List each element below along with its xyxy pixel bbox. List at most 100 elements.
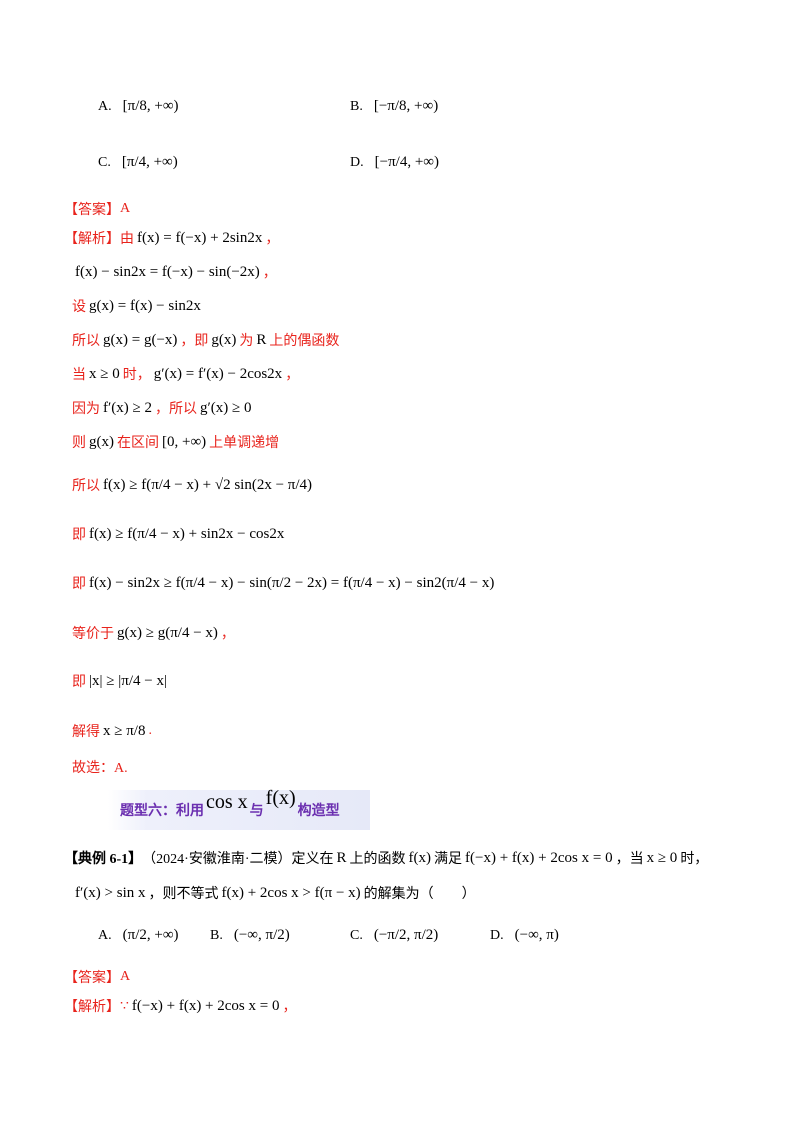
text: 解得	[72, 725, 100, 740]
answer-tag: 【答案】	[64, 971, 120, 986]
option-a: A. (π/2, +∞)	[98, 927, 182, 944]
option-c-top: C. [π/4, +∞)	[98, 154, 181, 171]
math: f(x) ≥ f(π/4 − x) + sin2x − cos2x	[89, 525, 285, 542]
text: 为	[239, 334, 254, 349]
math: [0, +∞)	[162, 433, 207, 450]
text: 时，	[680, 852, 709, 867]
analysis-line-14: 故选：A.	[72, 757, 128, 777]
math: f(−x) + f(x) + 2cos x = 0	[131, 997, 280, 1014]
text: 时，	[122, 368, 151, 383]
analysis-line-11: 等价于 g(x) ≥ g(π/4 − x) ，	[72, 623, 235, 643]
text: （2024·安徽淮南·二模）定义在	[142, 852, 334, 867]
text: 满足	[434, 852, 463, 867]
example-line-2: f′(x) > sin x ，则不等式 f(x) + 2cos x > f(π …	[72, 883, 476, 903]
analysis-line-9: 即 f(x) ≥ f(π/4 − x) + sin2x − cos2x	[72, 524, 287, 544]
answer-tag: 【答案】	[64, 203, 120, 218]
option-label: C.	[98, 154, 111, 170]
analysis-line-1: 【解析】 由 f(x) = f(−x) + 2sin2x ，	[64, 228, 279, 248]
math: f′(x) > sin x	[75, 884, 146, 901]
text: 因为	[72, 402, 100, 417]
analysis-line-12: 即 |x| ≥ |π/4 − x|	[72, 671, 170, 691]
option-label: C.	[350, 927, 363, 943]
text: 当	[72, 368, 86, 383]
section-heading: 题型六：利用 cos x 与 f(x) 构造型	[108, 786, 370, 830]
option-label: B.	[210, 927, 223, 943]
math: g′(x) = f′(x) − 2cos2x	[153, 365, 283, 382]
option-math: (π/2, +∞)	[122, 927, 179, 943]
option-b-top: B. [−π/8, +∞)	[350, 98, 441, 115]
text: .	[148, 723, 152, 738]
text: 所以	[72, 479, 100, 494]
option-math: [−π/4, +∞)	[374, 154, 439, 170]
analysis-line-10: 即 f(x) − sin2x ≥ f(π/4 − x) − sin(π/2 − …	[72, 573, 497, 593]
text: ，	[262, 266, 277, 281]
analysis-tag: 【解析】	[64, 232, 120, 247]
option-label: B.	[350, 98, 363, 114]
math: x ≥ 0	[646, 849, 678, 866]
math: g(x) = g(−x)	[103, 331, 178, 348]
text: ，所以	[155, 402, 197, 417]
text: 等价于	[72, 627, 114, 642]
analysis-line-2: f(x) − sin2x = f(−x) − sin(−2x) ，	[72, 262, 277, 282]
option-a-top: A. [π/8, +∞)	[98, 98, 182, 115]
analysis-line-8: 所以 f(x) ≥ f(π/4 − x) + √2 sin(2x − π/4)	[72, 475, 315, 495]
example-tag: 【典例 6-1】	[64, 852, 143, 867]
analysis-line-6: 因为 f′(x) ≥ 2 ，所以 g′(x) ≥ 0	[72, 398, 255, 418]
math: R	[336, 849, 347, 866]
answer-value: A	[120, 201, 131, 216]
option-label: A.	[98, 927, 112, 943]
text: 即	[72, 675, 86, 690]
option-math: (−π/2, π/2)	[373, 927, 439, 943]
option-math: [−π/8, +∞)	[373, 98, 439, 114]
heading-math: f(x)	[265, 786, 296, 809]
text: ，	[285, 368, 300, 383]
math: f(x) + 2cos x > f(π − x)	[221, 884, 361, 901]
math: g(x) ≥ g(π/4 − x)	[117, 624, 218, 641]
text: 由	[120, 232, 134, 247]
text: 故选：A.	[72, 761, 128, 776]
because-symbol: ∵	[120, 998, 129, 1014]
text: ，则不等式	[148, 887, 219, 902]
math: R	[256, 331, 267, 348]
text: 上的函数	[349, 852, 406, 867]
option-d: D. (−∞, π)	[490, 927, 562, 944]
text: ，当	[615, 852, 644, 867]
text: ，	[282, 1000, 297, 1015]
text: 则	[72, 436, 86, 451]
text: 即	[72, 577, 86, 592]
math: f(x) − sin2x ≥ f(π/4 − x) − sin(π/2 − 2x…	[89, 574, 495, 591]
analysis-line-3: 设 g(x) = f(x) − sin2x	[72, 296, 204, 316]
math: f(x) − sin2x = f(−x) − sin(−2x)	[75, 263, 260, 280]
text: 即	[72, 528, 86, 543]
math: g(x)	[89, 433, 114, 450]
math: x ≥ π/8	[103, 722, 146, 739]
math: |x| ≥ |π/4 − x|	[89, 672, 167, 689]
analysis-line-5: 当 x ≥ 0 时， g′(x) = f′(x) − 2cos2x ，	[72, 364, 299, 384]
math: f(x) ≥ f(π/4 − x) + √2 sin(2x − π/4)	[103, 476, 313, 493]
math: g(x)	[211, 331, 237, 348]
text: 在区间	[117, 436, 159, 451]
example-line-1: 【典例 6-1】 （2024·安徽淮南·二模）定义在 R 上的函数 f(x) 满…	[64, 848, 708, 868]
analysis-line-13: 解得 x ≥ π/8 .	[72, 721, 152, 741]
math: f(−x) + f(x) + 2cos x = 0	[465, 849, 613, 866]
text: 所以	[72, 334, 100, 349]
text: 上单调递增	[209, 436, 280, 451]
option-label: A.	[98, 98, 112, 114]
text: ，即	[180, 334, 209, 349]
option-math: [π/8, +∞)	[122, 98, 179, 114]
analysis-line-7: 则 g(x) 在区间 [0, +∞) 上单调递增	[72, 432, 279, 452]
heading-text: 与	[249, 803, 264, 819]
math: x ≥ 0	[89, 365, 120, 382]
option-math: (−∞, π)	[514, 927, 559, 943]
text: ，	[220, 627, 235, 642]
math: g(x) = f(x) − sin2x	[89, 297, 201, 314]
option-label: D.	[490, 927, 504, 943]
analysis-tag: 【解析】	[64, 1000, 120, 1015]
option-label: D.	[350, 154, 364, 170]
option-c: C. (−π/2, π/2)	[350, 927, 441, 944]
math: f(x) = f(−x) + 2sin2x	[137, 229, 263, 246]
option-math: [π/4, +∞)	[121, 154, 178, 170]
text: 的解集为（ ）	[363, 887, 476, 902]
option-d-top: D. [−π/4, +∞)	[350, 154, 442, 171]
math: f(x)	[408, 849, 432, 866]
